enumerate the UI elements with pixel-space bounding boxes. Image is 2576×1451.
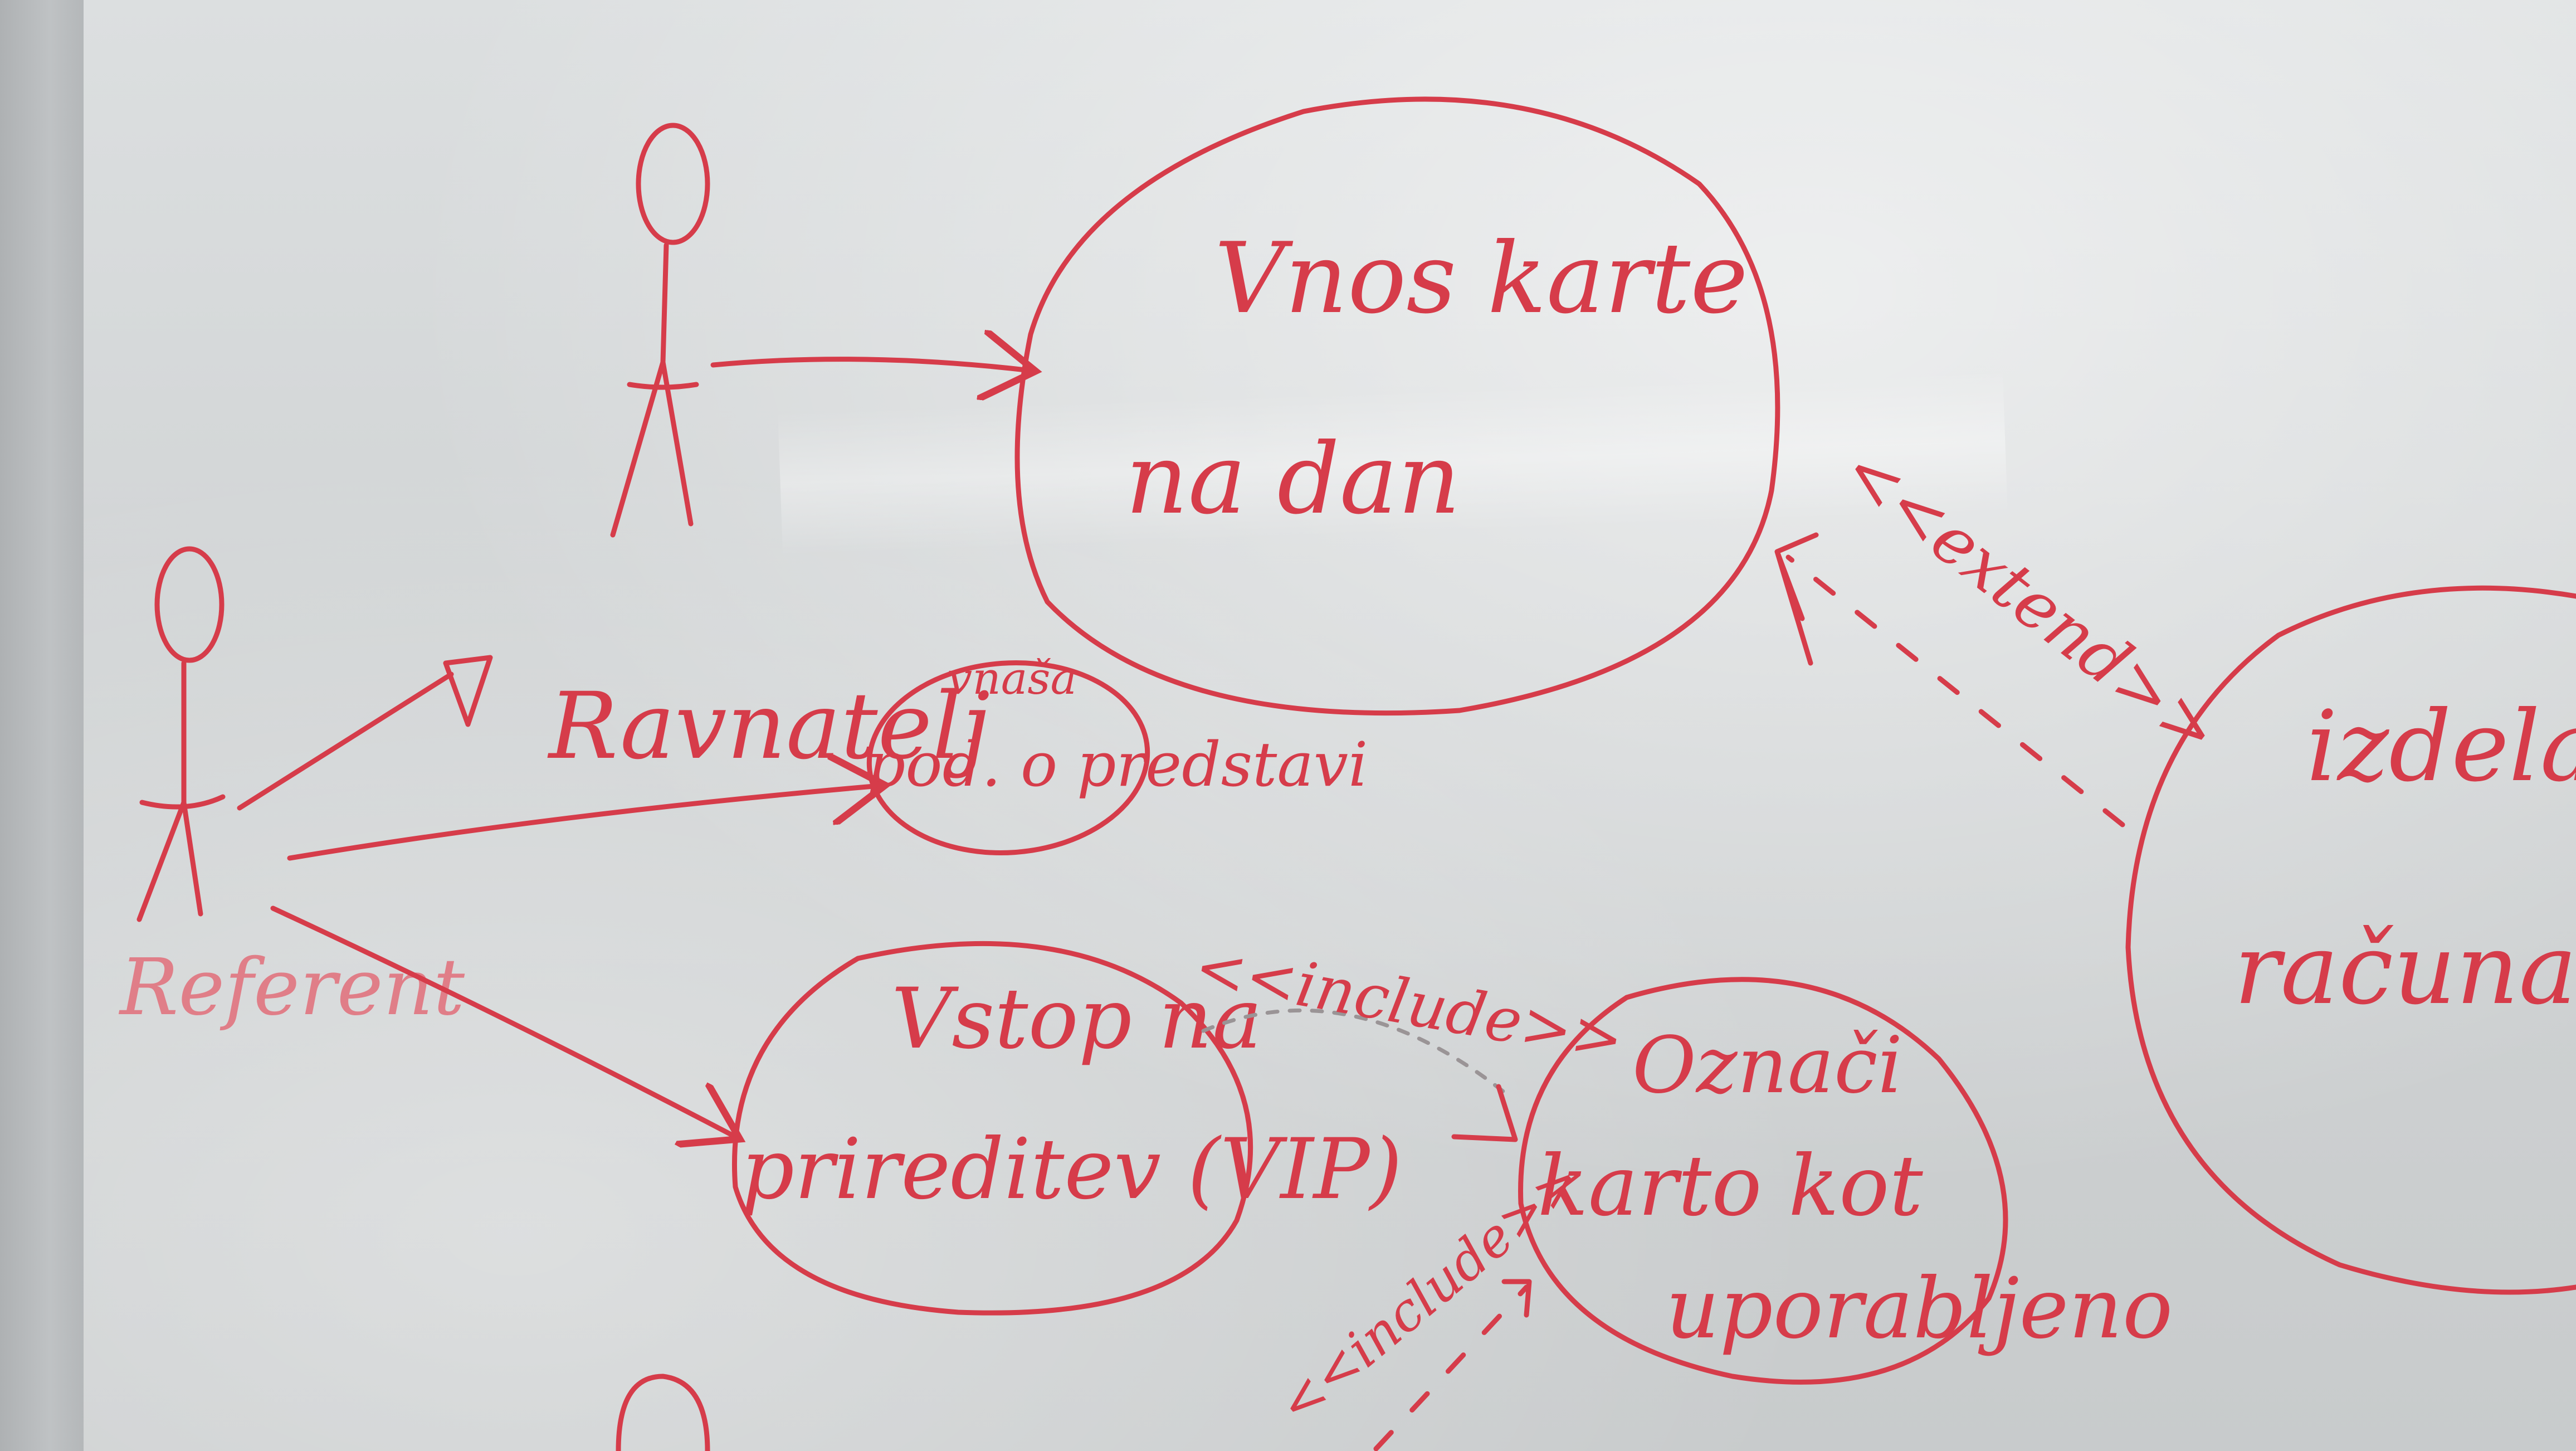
whiteboard-frame — [0, 0, 84, 1451]
use-case-vstop: Vstop na prireditev (VIP) — [731, 941, 1402, 1316]
use-case-oznaci: Označi karto kot uporabljeno — [1518, 977, 2173, 1385]
use-case-vnos-karte: Vnos karte na dan — [1014, 96, 1780, 716]
use-case-label-line1: Vstop na — [891, 971, 1262, 1068]
use-case-label-line3: uporabljeno — [1666, 1260, 2173, 1357]
actor-ravnatelj: Ravnatelj — [547, 123, 990, 780]
include-dashed-line — [1373, 1284, 1529, 1451]
actor-head — [154, 546, 225, 663]
extend-relation: <<extend>> — [1774, 431, 2233, 827]
use-case-ellipse — [731, 941, 1253, 1316]
extend-dashed-line — [1785, 554, 2125, 827]
extend-label: <<extend>> — [1828, 431, 2233, 771]
use-case-label-line2: računa — [2234, 913, 2576, 1026]
use-case-vnasa: vnaša pod. o predstavi — [866, 653, 1368, 855]
generalization-line — [237, 671, 454, 811]
include-arrowhead — [1501, 1279, 1532, 1318]
actor-head — [636, 123, 710, 245]
generalization-arrow — [237, 655, 493, 811]
actor-referent: Referent — [118, 546, 465, 1033]
use-case-label-line2: pod. o predstavi — [866, 729, 1368, 800]
partial-actor-head — [616, 1374, 710, 1451]
use-case-label-line1: Vnos karte — [1214, 222, 1748, 335]
actor-body — [136, 660, 226, 922]
include-arrowhead — [1451, 1084, 1518, 1142]
actor-body — [610, 242, 699, 538]
use-case-ellipse — [866, 660, 1150, 855]
use-case-izdelava: izdelava računa — [2125, 585, 2576, 1295]
association-referent-vnasa — [287, 786, 880, 861]
use-case-label-line1: Označi — [1632, 1020, 1902, 1111]
use-case-ellipse — [2125, 585, 2576, 1295]
use-case-label-line2: karto kot — [1538, 1138, 1923, 1235]
actor-label: Referent — [118, 942, 465, 1033]
use-case-ellipse — [1014, 96, 1780, 716]
association-referent-vstop — [270, 905, 735, 1137]
use-case-ellipse — [1518, 977, 2008, 1385]
use-case-label-line2: prireditev (VIP) — [741, 1121, 1402, 1218]
generalization-head — [443, 655, 493, 727]
use-case-label-line1: vnaša — [947, 653, 1077, 704]
extend-arrowhead — [1774, 532, 1819, 666]
association-ravnatelj-vnos — [710, 359, 1031, 371]
include-dashed-line — [1201, 1008, 1506, 1094]
use-case-label-line2: na dan — [1125, 423, 1461, 536]
use-case-label-line1: izdelava — [2306, 690, 2576, 804]
